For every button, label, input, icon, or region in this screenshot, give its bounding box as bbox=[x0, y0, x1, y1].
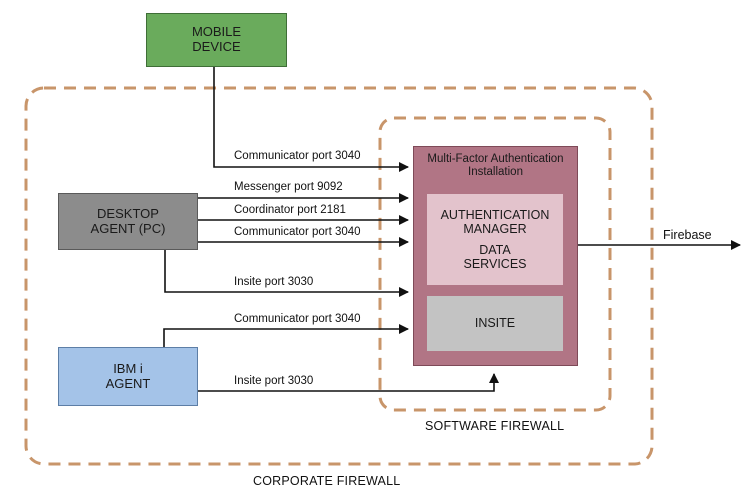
desktop-agent-line1: DESKTOP bbox=[97, 205, 159, 221]
corporate-firewall-label: CORPORATE FIREWALL bbox=[253, 474, 401, 488]
mobile-device-line1: MOBILE bbox=[191, 24, 242, 40]
ibmi-agent-node: IBM i AGENT bbox=[58, 347, 198, 406]
insite-node: INSITE bbox=[427, 296, 563, 351]
desktop-agent-line2: AGENT (PC) bbox=[90, 220, 166, 236]
mfa-installation-line2: Installation bbox=[468, 166, 523, 179]
mobile-communicator-line bbox=[213, 67, 409, 172]
mobile-device-line2: DEVICE bbox=[192, 39, 241, 54]
ibmi-insite-line bbox=[198, 373, 499, 392]
desktop-messenger-label: Messenger port 9092 bbox=[234, 181, 343, 193]
firebase-label: Firebase bbox=[663, 228, 712, 242]
corporate-firewall-boundary bbox=[24, 86, 654, 466]
mobile-device-node: MOBILE DEVICE bbox=[146, 13, 287, 67]
auth-manager-line2: MANAGER bbox=[463, 222, 527, 237]
desktop-insite-label: Insite port 3030 bbox=[234, 276, 314, 288]
auth-manager-line4: SERVICES bbox=[463, 256, 527, 271]
mobile-communicator-label: Communicator port 3040 bbox=[234, 150, 361, 162]
ibmi-communicator-line bbox=[163, 324, 409, 347]
auth-manager-data-services-node: AUTHENTICATION MANAGER DATA SERVICES bbox=[427, 194, 563, 285]
ibmi-agent-line2: AGENT bbox=[105, 375, 151, 391]
ibmi-agent-line1: IBM i bbox=[113, 360, 143, 376]
insite-label: INSITE bbox=[474, 316, 516, 331]
ibmi-communicator-label: Communicator port 3040 bbox=[234, 313, 361, 325]
auth-manager-line1: AUTHENTICATION bbox=[440, 207, 550, 222]
ibmi-insite-label: Insite port 3030 bbox=[234, 375, 314, 387]
auth-manager-line3: DATA bbox=[479, 242, 511, 257]
desktop-coordinator-label: Coordinator port 2181 bbox=[234, 204, 346, 216]
mfa-installation-line1: Multi-Factor Authentication bbox=[427, 153, 564, 165]
software-firewall-boundary bbox=[378, 116, 612, 412]
desktop-agent-node: DESKTOP AGENT (PC) bbox=[58, 193, 198, 250]
desktop-communicator-label: Communicator port 3040 bbox=[234, 226, 361, 238]
software-firewall-label: SOFTWARE FIREWALL bbox=[425, 419, 565, 433]
desktop-insite-line bbox=[164, 250, 409, 297]
